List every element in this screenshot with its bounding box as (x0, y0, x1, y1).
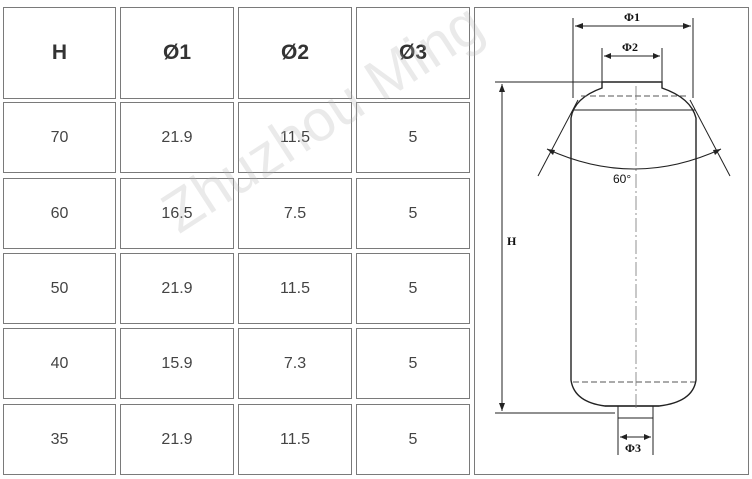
table-cell-phi3: 5 (356, 328, 470, 399)
table-cell-phi2: 11.5 (238, 253, 352, 324)
angle-label: 60° (613, 172, 631, 186)
table-cell-phi1: 21.9 (120, 102, 234, 173)
phi3-label: Φ3 (625, 441, 641, 455)
table-cell-phi3: 5 (356, 102, 470, 173)
height-label: H (507, 234, 517, 248)
phi2-label: Φ2 (622, 40, 638, 54)
table-cell-h: 50 (3, 253, 116, 324)
body-outline (570, 81, 697, 407)
phi1-label: Φ1 (624, 10, 640, 24)
table-cell-h: 40 (3, 328, 116, 399)
table-cell-h: 35 (3, 404, 116, 475)
header-cell-phi2: Ø2 (238, 7, 352, 99)
table-cell-phi2: 11.5 (238, 404, 352, 475)
table-cell-phi2: 7.3 (238, 328, 352, 399)
table-cell-phi1: 21.9 (120, 404, 234, 475)
table-cell-phi2: 7.5 (238, 178, 352, 249)
table-cell-h: 70 (3, 102, 116, 173)
header-cell-phi3: Ø3 (356, 7, 470, 99)
table-cell-phi2: 11.5 (238, 102, 352, 173)
table-cell-phi3: 5 (356, 253, 470, 324)
table-cell-h: 60 (3, 178, 116, 249)
header-cell-phi1: Ø1 (120, 7, 234, 99)
table-cell-phi1: 21.9 (120, 253, 234, 324)
table-cell-phi3: 5 (356, 178, 470, 249)
header-cell-h: H (3, 7, 116, 99)
table-cell-phi1: 16.5 (120, 178, 234, 249)
bottle-outline-drawing: Φ1 Φ2 H 60° Φ3 (495, 10, 731, 455)
table-cell-phi3: 5 (356, 404, 470, 475)
table-cell-phi1: 15.9 (120, 328, 234, 399)
technical-drawing: Φ1 Φ2 H 60° Φ3 (474, 7, 749, 475)
